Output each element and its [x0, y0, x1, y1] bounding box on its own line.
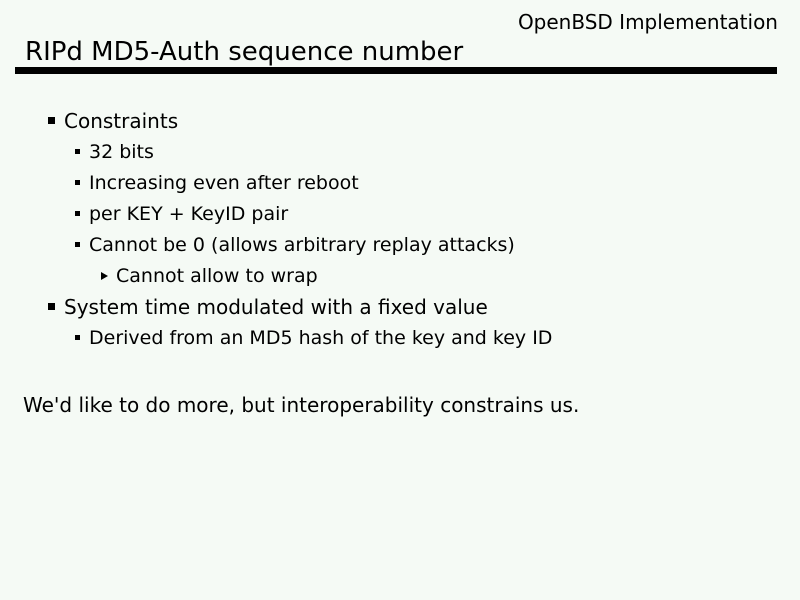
list-item: Cannot allow to wrap — [0, 260, 800, 291]
bullet-list: Constraints 32 bits Increasing even afte… — [0, 105, 800, 353]
title-rule — [15, 67, 777, 74]
list-item: Increasing even after reboot — [0, 167, 800, 198]
bullet-text: Derived from an MD5 hash of the key and … — [89, 326, 553, 349]
list-item: Derived from an MD5 hash of the key and … — [0, 322, 800, 353]
bullet-text: Cannot be 0 (allows arbitrary replay att… — [89, 233, 515, 256]
square-bullet-icon — [75, 242, 80, 247]
square-bullet-icon — [75, 149, 80, 154]
arrow-bullet-icon — [101, 271, 108, 280]
square-bullet-icon — [48, 303, 55, 310]
list-item: per KEY + KeyID pair — [0, 198, 800, 229]
bullet-text: System time modulated with a fixed value — [64, 294, 488, 319]
square-bullet-icon — [75, 335, 80, 340]
bullet-text: 32 bits — [89, 140, 154, 163]
list-item: System time modulated with a fixed value — [0, 291, 800, 322]
corner-label: OpenBSD Implementation — [517, 10, 778, 34]
bullet-text: Constraints — [64, 108, 179, 133]
list-item: 32 bits — [0, 136, 800, 167]
square-bullet-icon — [75, 180, 80, 185]
square-bullet-icon — [48, 117, 55, 124]
closing-remark: We'd like to do more, but interoperabili… — [23, 393, 580, 417]
bullet-text: Cannot allow to wrap — [116, 264, 318, 287]
page-title: RIPd MD5-Auth sequence number — [25, 37, 464, 67]
list-item: Constraints — [0, 105, 800, 136]
list-item: Cannot be 0 (allows arbitrary replay att… — [0, 229, 800, 260]
square-bullet-icon — [75, 211, 80, 216]
bullet-text: per KEY + KeyID pair — [89, 202, 289, 225]
bullet-text: Increasing even after reboot — [89, 171, 359, 194]
